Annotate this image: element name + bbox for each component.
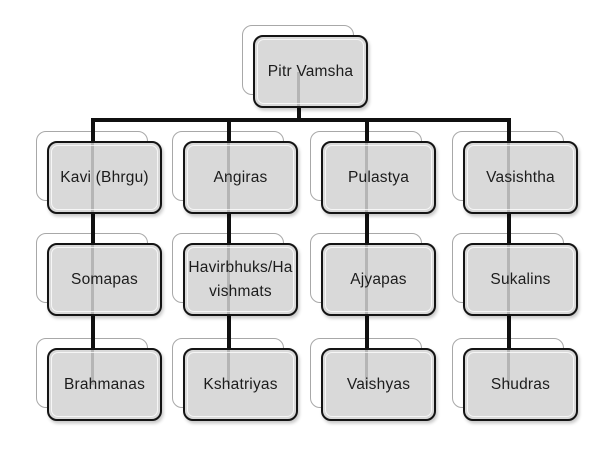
node-card: Somapas bbox=[47, 243, 162, 316]
node-vasishtha: Vasishtha bbox=[452, 131, 579, 215]
node-somapas: Somapas bbox=[36, 233, 163, 317]
node-label: Sukalins bbox=[490, 270, 551, 288]
node-card: Pitr Vamsha bbox=[253, 35, 368, 108]
node-card: Kshatriyas bbox=[183, 348, 298, 421]
node-angiras: Angiras bbox=[172, 131, 299, 215]
node-label: Kavi (Bhrgu) bbox=[60, 168, 149, 186]
node-label: Kshatriyas bbox=[203, 375, 278, 393]
connector-column-2 bbox=[226, 118, 231, 352]
node-shudras: Shudras bbox=[452, 338, 579, 422]
node-card: Kavi (Bhrgu) bbox=[47, 141, 162, 214]
node-label: Brahmanas bbox=[63, 375, 146, 393]
connector-horizontal-bus bbox=[90, 118, 511, 122]
node-card: Angiras bbox=[183, 141, 298, 214]
node-card: Vasishtha bbox=[463, 141, 578, 214]
node-ajyapas: Ajyapas bbox=[310, 233, 437, 317]
connector-column-3 bbox=[364, 118, 369, 352]
node-label: Vaishyas bbox=[346, 375, 411, 393]
node-label: Pulastya bbox=[347, 168, 410, 186]
node-label: Angiras bbox=[213, 168, 268, 186]
node-havirbhuks-havishmats: Havirbhuks/Havishmats bbox=[172, 233, 299, 317]
node-vaishyas: Vaishyas bbox=[310, 338, 437, 422]
node-card: Havirbhuks/Havishmats bbox=[183, 243, 298, 316]
node-pitr-vamsha: Pitr Vamsha bbox=[242, 25, 369, 109]
node-label: Ajyapas bbox=[350, 270, 407, 288]
node-card: Brahmanas bbox=[47, 348, 162, 421]
node-card: Vaishyas bbox=[321, 348, 436, 421]
node-label: Vasishtha bbox=[486, 168, 555, 186]
node-kshatriyas: Kshatriyas bbox=[172, 338, 299, 422]
node-card: Sukalins bbox=[463, 243, 578, 316]
node-kavi-bhrgu: Kavi (Bhrgu) bbox=[36, 131, 163, 215]
node-brahmanas: Brahmanas bbox=[36, 338, 163, 422]
node-label: Havirbhuks/Havishmats bbox=[188, 259, 293, 300]
node-pulastya: Pulastya bbox=[310, 131, 437, 215]
node-label: Pitr Vamsha bbox=[267, 62, 354, 80]
node-card: Shudras bbox=[463, 348, 578, 421]
connector-column-4 bbox=[506, 118, 511, 352]
node-sukalins: Sukalins bbox=[452, 233, 579, 317]
node-card: Pulastya bbox=[321, 141, 436, 214]
node-label: Shudras bbox=[490, 375, 551, 393]
connector-column-1 bbox=[90, 118, 95, 352]
node-card: Ajyapas bbox=[321, 243, 436, 316]
node-label: Somapas bbox=[71, 270, 138, 288]
